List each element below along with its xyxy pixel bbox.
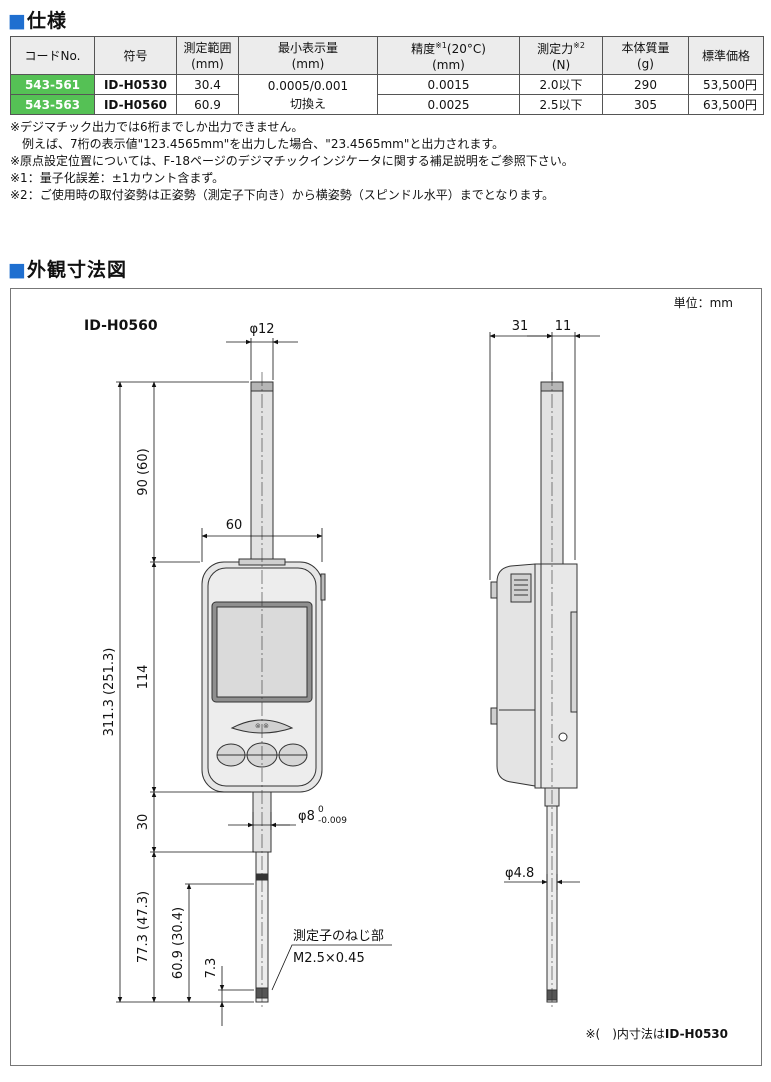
drawing-frame [10, 288, 762, 1066]
row-range: 60.9 [176, 94, 239, 115]
drawing-footnote: ※( )内寸法はID-H0530 [586, 1027, 729, 1041]
header-range: 測定範囲(mm) [176, 36, 239, 75]
header-force: 測定力※2(N) [519, 36, 603, 75]
side-body [534, 563, 578, 789]
front-view: ⊗ ⊗ [201, 372, 326, 1010]
drawing-section-title: ■外観寸法図 [8, 259, 127, 281]
dim-h114: 114 [136, 665, 151, 690]
dim-h90: 90 (60) [136, 448, 151, 495]
dim-h773: 77.3 (47.3) [136, 891, 151, 963]
row-price: 53,500円 [688, 74, 764, 95]
row-force: 2.0以下 [519, 74, 603, 95]
header-code: コードNo. [10, 36, 95, 75]
unit-label: 単位：mm [674, 295, 733, 310]
side-view [490, 372, 578, 1010]
header-accuracy: 精度※1(20°C)(mm) [377, 36, 520, 75]
front-dimensions [116, 338, 392, 1026]
note-line: ※2：ご使用時の取付姿勢は正姿勢（測定子下向き）から横姿勢（スピンドル水平）まで… [10, 188, 555, 202]
spec-section-title: ■仕様 [8, 10, 67, 32]
row-code: 543-563 [10, 94, 95, 115]
row-mass: 305 [602, 94, 689, 115]
side-dimensions [489, 332, 600, 890]
header-price: 標準価格 [688, 36, 764, 75]
thread-label: 測定子のねじ部 [293, 929, 384, 944]
dim-d8-tol-up: 0 [318, 805, 324, 815]
dim-side31: 31 [512, 319, 529, 334]
model-label: ID-H0560 [84, 318, 158, 334]
note-line: ※原点設定位置については、F-18ページのデジマチックインジケータに関する補足説… [10, 154, 574, 168]
header-model: 符号 [94, 36, 177, 75]
row-accuracy: 0.0015 [377, 74, 520, 95]
table-row: 543-563 ID-H0560 60.9 0.0025 2.5以下 305 6… [10, 94, 764, 115]
dim-d8-tol-low: -0.009 [318, 816, 347, 826]
row-force: 2.5以下 [519, 94, 603, 115]
table-header-row: コードNo. 符号 測定範囲(mm) 最小表示量(mm) 精度※1(20°C)(… [10, 36, 764, 75]
dim-h609: 60.9 (30.4) [171, 907, 186, 979]
section-marker-icon: ■ [8, 10, 27, 32]
dim-w60: 60 [226, 518, 243, 533]
dim-d8: φ8 [298, 809, 315, 824]
dim-h73: 7.3 [204, 958, 219, 979]
row-model: ID-H0560 [94, 94, 177, 115]
side-dimension-labels: 31 11 φ4.8 [505, 319, 571, 881]
note-line: ※1：量子化誤差：±1カウント含まず。 [10, 171, 225, 185]
dim-side11: 11 [555, 319, 572, 334]
dim-d12: φ12 [249, 322, 274, 337]
dim-h30: 30 [136, 814, 151, 831]
front-dimension-labels: φ12 60 90 (60) 114 30 311.3 (251.3) 77.3… [102, 322, 384, 979]
spec-table: コードNo. 符号 測定範囲(mm) 最小表示量(mm) 精度※1(20°C)(… [10, 36, 764, 115]
row-model: ID-H0530 [94, 74, 177, 95]
note-line: ※デジマチック出力では6桁までしか出力できません。 [10, 120, 304, 134]
section-marker-icon: ■ [8, 259, 27, 281]
row-price: 63,500円 [688, 94, 764, 115]
dim-d48: φ4.8 [505, 866, 534, 881]
row-code: 543-561 [10, 74, 95, 95]
dim-h311: 311.3 (251.3) [102, 648, 117, 737]
side-grip [510, 573, 532, 603]
notes-block: ※デジマチック出力では6桁までしか出力できません。 例えば、7桁の表示値"123… [10, 119, 770, 204]
header-resolution: 最小表示量(mm) [238, 36, 378, 75]
note-line: 例えば、7桁の表示値"123.4565mm"を出力した場合、"23.4565mm… [10, 137, 505, 151]
row-accuracy: 0.0025 [377, 94, 520, 115]
thread-spec: M2.5×0.45 [293, 951, 365, 966]
